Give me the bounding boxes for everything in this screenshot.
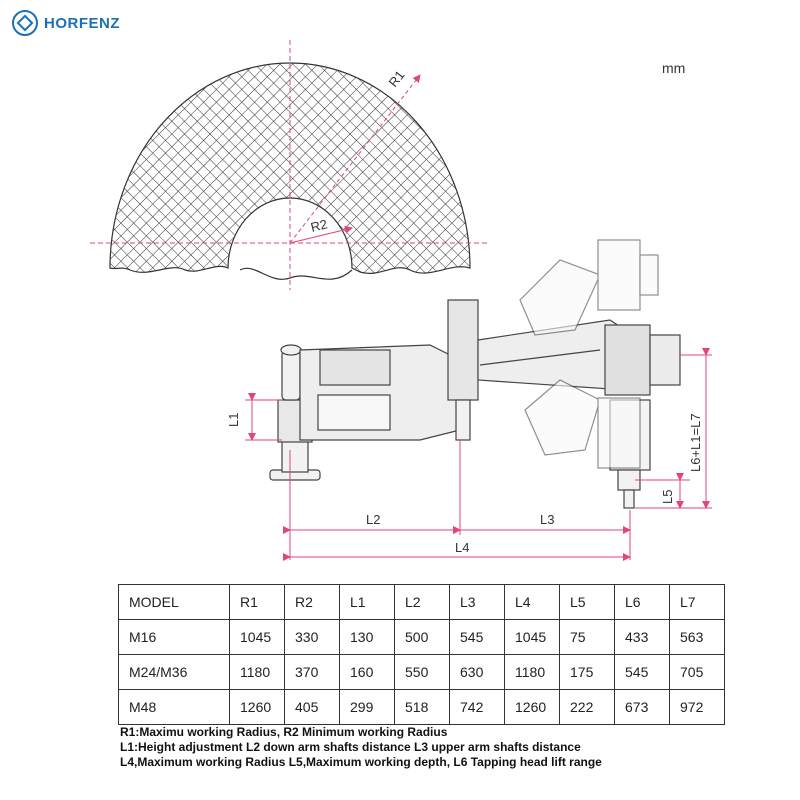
brand-name: HORFENZ	[44, 14, 120, 32]
header-l7: L7	[669, 584, 725, 620]
tapping-machine	[269, 239, 681, 509]
l5-label: L5	[660, 490, 675, 504]
header-l5: L5	[559, 584, 615, 620]
table-row: M48 1260 405 299 518 742 1260 222 673 97…	[118, 689, 725, 725]
cell: 972	[669, 689, 725, 725]
r1-label: R1	[386, 68, 408, 90]
note-line: L4,Maximum working Radius L5,Maximum wor…	[120, 755, 602, 769]
table-header-row: MODEL R1 R2 L1 L2 L3 L4 L5 L6 L7	[118, 584, 725, 620]
header-r2: R2	[284, 584, 340, 620]
cell: 673	[614, 689, 670, 725]
cell: 222	[559, 689, 615, 725]
cell: 299	[339, 689, 395, 725]
r2-radius-line	[289, 225, 353, 244]
cell: 160	[339, 654, 395, 690]
header-r1: R1	[229, 584, 285, 620]
cell: 370	[284, 654, 340, 690]
table-row: M24/M36 1180 370 160 550 630 1180 175 54…	[118, 654, 725, 690]
header-model: MODEL	[118, 584, 230, 620]
cell: 330	[284, 619, 340, 655]
cell: 563	[669, 619, 725, 655]
cell: 75	[559, 619, 615, 655]
cell: 130	[339, 619, 395, 655]
technical-drawing: R1 R2	[90, 40, 712, 561]
cell: 1180	[504, 654, 560, 690]
header-l6: L6	[614, 584, 670, 620]
legend-notes: R1:Maximu working Radius, R2 Minimum wor…	[120, 725, 602, 770]
logo-icon	[12, 10, 38, 36]
header-l1: L1	[339, 584, 395, 620]
cell: 545	[614, 654, 670, 690]
cell: 405	[284, 689, 340, 725]
header-l3: L3	[449, 584, 505, 620]
l3-label: L3	[540, 512, 554, 527]
note-line: R1:Maximu working Radius, R2 Minimum wor…	[120, 725, 448, 739]
l1-label: L1	[226, 413, 241, 427]
table-row: M16 1045 330 130 500 545 1045 75 433 563	[118, 619, 725, 655]
r1-radius-line	[289, 74, 421, 244]
spec-table: MODEL R1 R2 L1 L2 L3 L4 L5 L6 L7 M16 104…	[118, 584, 725, 725]
unit-label: mm	[662, 60, 686, 76]
cell: 1180	[229, 654, 285, 690]
cell: 1045	[229, 619, 285, 655]
r2-label: R2	[309, 216, 329, 235]
cell: 742	[449, 689, 505, 725]
cell: 705	[669, 654, 725, 690]
cell: 550	[394, 654, 450, 690]
cell: 175	[559, 654, 615, 690]
brand-logo: HORFENZ	[12, 10, 120, 36]
l2-label: L2	[366, 512, 380, 527]
cell-model: M16	[118, 619, 230, 655]
cell: 630	[449, 654, 505, 690]
note-line: L1:Height adjustment L2 down arm shafts …	[120, 740, 581, 754]
cell: 518	[394, 689, 450, 725]
cell: 1260	[229, 689, 285, 725]
cell: 1045	[504, 619, 560, 655]
cell-model: M24/M36	[118, 654, 230, 690]
cell: 545	[449, 619, 505, 655]
cell: 433	[614, 619, 670, 655]
dimension-lines	[245, 348, 712, 561]
header-l2: L2	[394, 584, 450, 620]
header-l4: L4	[504, 584, 560, 620]
l4-label: L4	[455, 540, 469, 555]
cell-model: M48	[118, 689, 230, 725]
cell: 500	[394, 619, 450, 655]
l6-l1-l7-label: L6+L1=L7	[688, 413, 703, 472]
cell: 1260	[504, 689, 560, 725]
